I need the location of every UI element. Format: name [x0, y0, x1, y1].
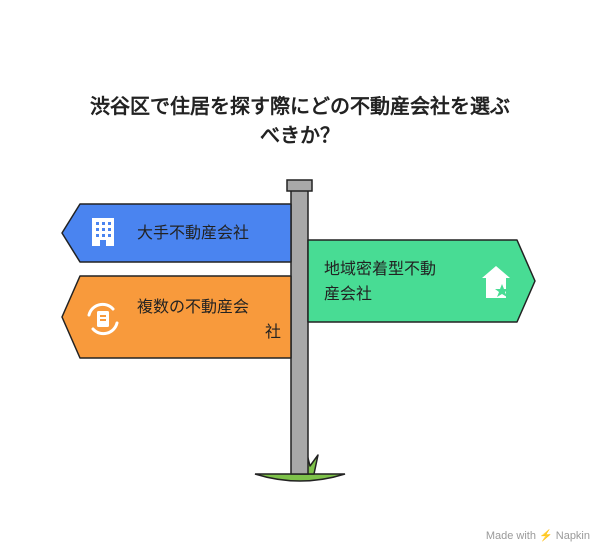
document-cycle-icon [87, 302, 119, 336]
sign-large-agency-label: 大手不動産会社 [137, 223, 250, 242]
office-building-icon [92, 218, 114, 246]
title-line-2: べきか？ [260, 123, 340, 147]
napkin-watermark: Made with ⚡ Napkin [485, 530, 590, 542]
grass [254, 473, 346, 482]
sign-multiple-agencies [61, 275, 292, 359]
sign-multiple-agencies-label: 複数の不動産会 社 [137, 297, 282, 341]
sign-local-agency [307, 239, 536, 323]
title-line-1: 渋谷区で住居を探す際にどの不動産会社を選ぶ [90, 94, 510, 118]
house-star-icon [482, 266, 510, 298]
signpost-pole [290, 189, 309, 475]
sign-large-agency [61, 203, 292, 263]
sign-local-agency-label: 地域密着型不動 産会社 [324, 259, 437, 303]
signpost-cap [286, 179, 313, 192]
diagram-title: 渋谷区で住居を探す際にどの不動産会社を選ぶ べきか？ [0, 92, 600, 150]
